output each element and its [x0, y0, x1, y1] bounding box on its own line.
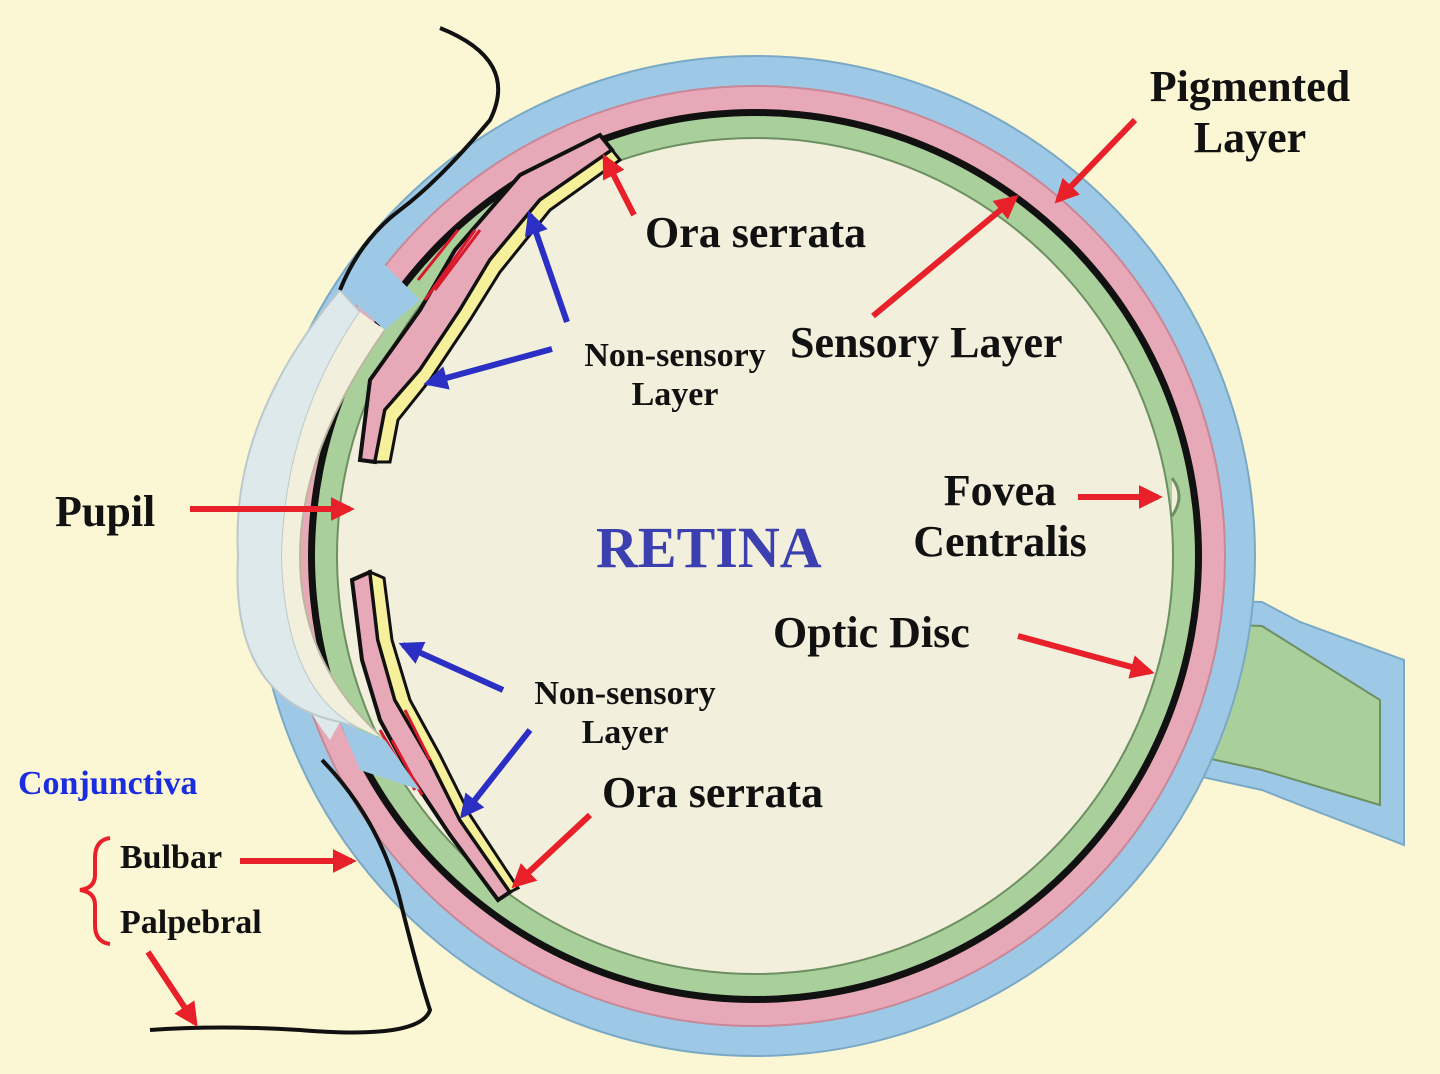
- label-ora-serrata-top: Ora serrata: [645, 208, 867, 257]
- arrow-ora-top: [602, 153, 637, 217]
- label-pigmented-line2: Layer: [1193, 112, 1307, 162]
- label-sensory-layer: Sensory Layer: [790, 318, 1063, 367]
- label-non-sensory-top-line2: Layer: [631, 376, 719, 414]
- label-pigmented-layer: Pigmented Layer: [1130, 62, 1370, 163]
- arrow-optic-disc: [1017, 633, 1155, 679]
- arrow-ora-bottom: [511, 812, 593, 889]
- upper-eyelid-line: [338, 26, 501, 291]
- label-ora-serrata-bottom: Ora serrata: [602, 768, 824, 817]
- arrow-sensory: [871, 194, 1019, 319]
- label-non-sensory-bottom-line2: Layer: [581, 714, 669, 752]
- arrow-nonsensory-top-2: [423, 346, 553, 390]
- label-fovea-line1: Fovea: [943, 466, 1057, 515]
- label-conjunctiva: Conjunctiva: [18, 765, 198, 802]
- label-fovea-line2: Centralis: [913, 516, 1087, 566]
- label-optic-disc: Optic Disc: [773, 608, 970, 657]
- lower-eyelid-line: [149, 758, 433, 1035]
- label-bulbar: Bulbar: [120, 839, 223, 876]
- label-pigmented-line1: Pigmented: [1149, 62, 1351, 111]
- arrow-pigmented: [1054, 117, 1138, 204]
- label-fovea-centralis: Fovea Centralis: [900, 466, 1100, 567]
- fovea-notch: [1170, 477, 1181, 517]
- label-non-sensory-top: Non-sensory Layer: [565, 336, 785, 414]
- title-retina: RETINA: [596, 515, 822, 580]
- label-palpebral: Palpebral: [120, 904, 262, 941]
- arrow-nonsensory-top-1: [524, 210, 570, 323]
- conjunctiva-brace: [79, 836, 111, 946]
- vitreous-interior: [336, 137, 1174, 975]
- label-non-sensory-bottom-line1: Non-sensory: [534, 675, 716, 712]
- label-non-sensory-top-line1: Non-sensory: [584, 337, 766, 374]
- arrow-nonsensory-bottom-2: [460, 728, 533, 819]
- label-non-sensory-bottom: Non-sensory Layer: [515, 674, 735, 752]
- arrow-palpebral: [145, 950, 198, 1028]
- label-pupil: Pupil: [55, 487, 156, 536]
- arrow-nonsensory-bottom-1: [398, 641, 505, 693]
